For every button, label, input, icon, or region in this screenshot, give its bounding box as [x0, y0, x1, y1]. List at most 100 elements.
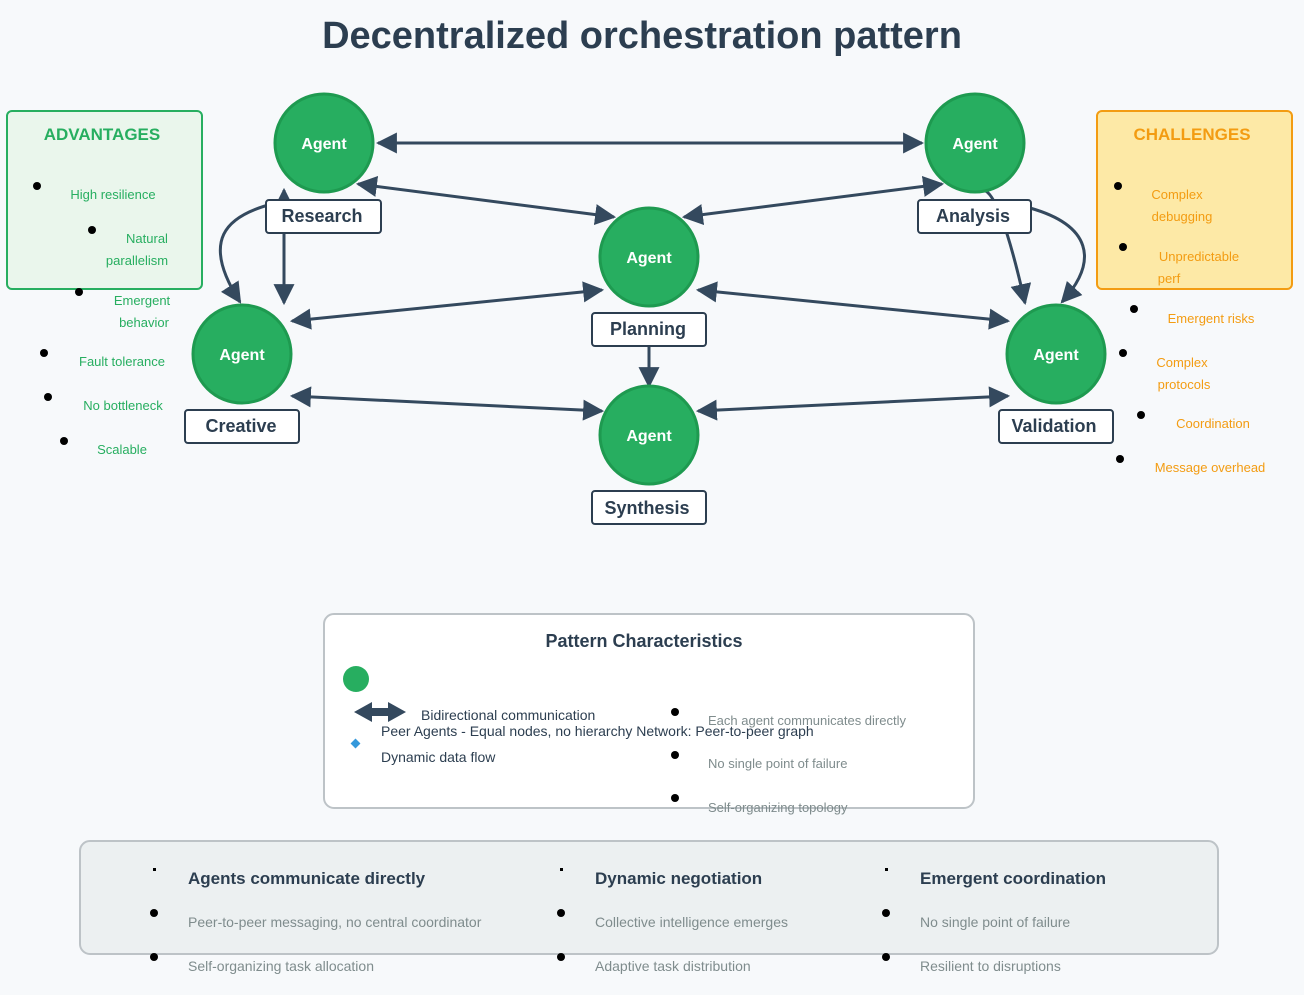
agent-label: Validation	[1011, 416, 1096, 436]
footer-panel: Agents communicate directly Peer-to-peer…	[79, 840, 1219, 974]
footer-bullet	[557, 909, 565, 917]
legend-agent-icon	[343, 666, 369, 692]
challenge-bullet	[1119, 349, 1127, 357]
page-title: Decentralized orchestration pattern	[322, 15, 962, 57]
challenge-item: perf	[1158, 271, 1181, 286]
advantage-item-line: Natural	[126, 231, 168, 246]
edge-creative-synthesis	[289, 386, 605, 421]
legend-peer-label: Peer Agents - Equal nodes, no hierarchy …	[381, 723, 814, 739]
agent-circle	[598, 384, 700, 486]
advantage-item: Natural	[126, 231, 168, 246]
agent-circle	[191, 303, 293, 405]
challenge-item: Complex	[1156, 355, 1208, 370]
challenges-panel: CHALLENGES Complex debugging Unpredictab…	[1096, 110, 1293, 475]
advantage-item: No bottleneck	[83, 398, 163, 413]
challenge-bullet	[1119, 243, 1127, 251]
advantage-bullet	[60, 437, 68, 445]
challenge-bullet	[1114, 182, 1122, 190]
agent-label-box	[265, 199, 382, 234]
agent-label-box	[591, 490, 707, 525]
challenge-item: Complex	[1151, 187, 1203, 202]
footer-item: Collective intelligence emerges	[595, 914, 788, 930]
edge-research-creative-curve	[218, 202, 273, 304]
agent-label-box	[998, 409, 1114, 444]
note-bullet	[671, 708, 679, 716]
agent-text: Agent	[219, 347, 265, 364]
agent-text: Agent	[626, 250, 672, 267]
advantage-bullet	[75, 288, 83, 296]
characteristics-note: Each agent communicates directly	[708, 713, 906, 728]
advantages-box	[6, 110, 203, 290]
advantages-heading: ADVANTAGES	[44, 125, 161, 144]
challenge-item: Message overhead	[1155, 460, 1266, 475]
advantage-item: Scalable	[97, 442, 147, 457]
agent-circle	[273, 92, 375, 194]
challenge-item-line: Coordination	[1176, 416, 1250, 431]
edge-analysis-validation-curve	[1029, 206, 1086, 304]
footer-item: Self-organizing task allocation	[188, 958, 374, 974]
agent-label-box	[917, 199, 1032, 234]
note-bullet	[671, 751, 679, 759]
agent-label: Planning	[610, 319, 686, 339]
challenge-item: Unpredictable	[1159, 249, 1239, 264]
advantage-bullet	[88, 226, 96, 234]
challenge-bullet	[1130, 305, 1138, 313]
agent-text: Agent	[1033, 347, 1079, 364]
edge-research-planning	[355, 176, 617, 225]
agent-node-synthesis[interactable]: Agent Synthesis	[591, 384, 707, 525]
agent-text: Agent	[301, 136, 347, 153]
challenge-item: Emergent risks	[1168, 311, 1255, 326]
challenge-bullet	[1116, 455, 1124, 463]
advantage-item: parallelism	[106, 253, 168, 268]
challenge-bullet	[1137, 411, 1145, 419]
advantage-item: High resilience	[70, 187, 155, 202]
challenge-item: Coordination	[1176, 416, 1250, 431]
edge-validation-synthesis	[695, 386, 1011, 421]
challenge-item-line: Unpredictable	[1159, 249, 1239, 264]
characteristics-note: Self-organizing topology	[708, 800, 848, 815]
agent-node-research[interactable]: Agent Research	[265, 92, 382, 234]
agent-label: Creative	[205, 416, 276, 436]
agent-text: Agent	[626, 428, 672, 445]
advantage-item-line: Emergent	[114, 293, 171, 308]
advantages-panel: ADVANTAGES High resilience Natural paral…	[6, 110, 203, 457]
challenge-item-line: debugging	[1152, 209, 1213, 224]
pattern-characteristics: Pattern Characteristics Bidirectional co…	[323, 613, 975, 815]
agent-label-box	[184, 409, 300, 444]
challenge-item-line: Complex	[1151, 187, 1203, 202]
agent-label: Synthesis	[604, 498, 689, 518]
advantage-item-line: parallelism	[106, 253, 168, 268]
footer-heading: Emergent coordination	[920, 869, 1106, 888]
footer-bullet	[882, 953, 890, 961]
advantage-item-line: High resilience	[70, 187, 155, 202]
agent-node-analysis[interactable]: Agent Analysis	[917, 92, 1032, 234]
footer-heading-bullet	[885, 868, 888, 871]
characteristics-heading: Pattern Characteristics	[545, 631, 742, 651]
footer-item: Peer-to-peer messaging, no central coord…	[188, 914, 482, 930]
challenge-item: debugging	[1152, 209, 1213, 224]
agent-label-box	[591, 312, 707, 347]
advantage-bullet	[40, 349, 48, 357]
legend-bidirectional-label: Bidirectional communication	[421, 707, 595, 723]
advantage-item: behavior	[119, 315, 170, 330]
challenge-item-line: protocols	[1158, 377, 1211, 392]
agent-node-creative[interactable]: Agent Creative	[184, 303, 300, 444]
challenges-box	[1096, 110, 1293, 290]
footer-bullet	[882, 909, 890, 917]
legend-dynamic-label: Dynamic data flow	[381, 749, 496, 765]
advantage-item: Emergent	[114, 293, 171, 308]
note-bullet	[671, 794, 679, 802]
challenges-heading: CHALLENGES	[1133, 125, 1250, 144]
legend-dynamic-diamond-icon	[350, 738, 361, 749]
advantage-item-line: Fault tolerance	[79, 354, 165, 369]
agent-label: Analysis	[936, 206, 1010, 226]
edge-creative-planning	[289, 281, 605, 330]
agent-circle	[598, 206, 700, 308]
agent-node-validation[interactable]: Agent Validation	[998, 303, 1114, 444]
footer-heading-bullet	[153, 868, 156, 871]
footer-heading: Dynamic negotiation	[595, 869, 762, 888]
agent-node-planning[interactable]: Agent Planning	[591, 206, 707, 347]
footer-box	[79, 840, 1219, 955]
